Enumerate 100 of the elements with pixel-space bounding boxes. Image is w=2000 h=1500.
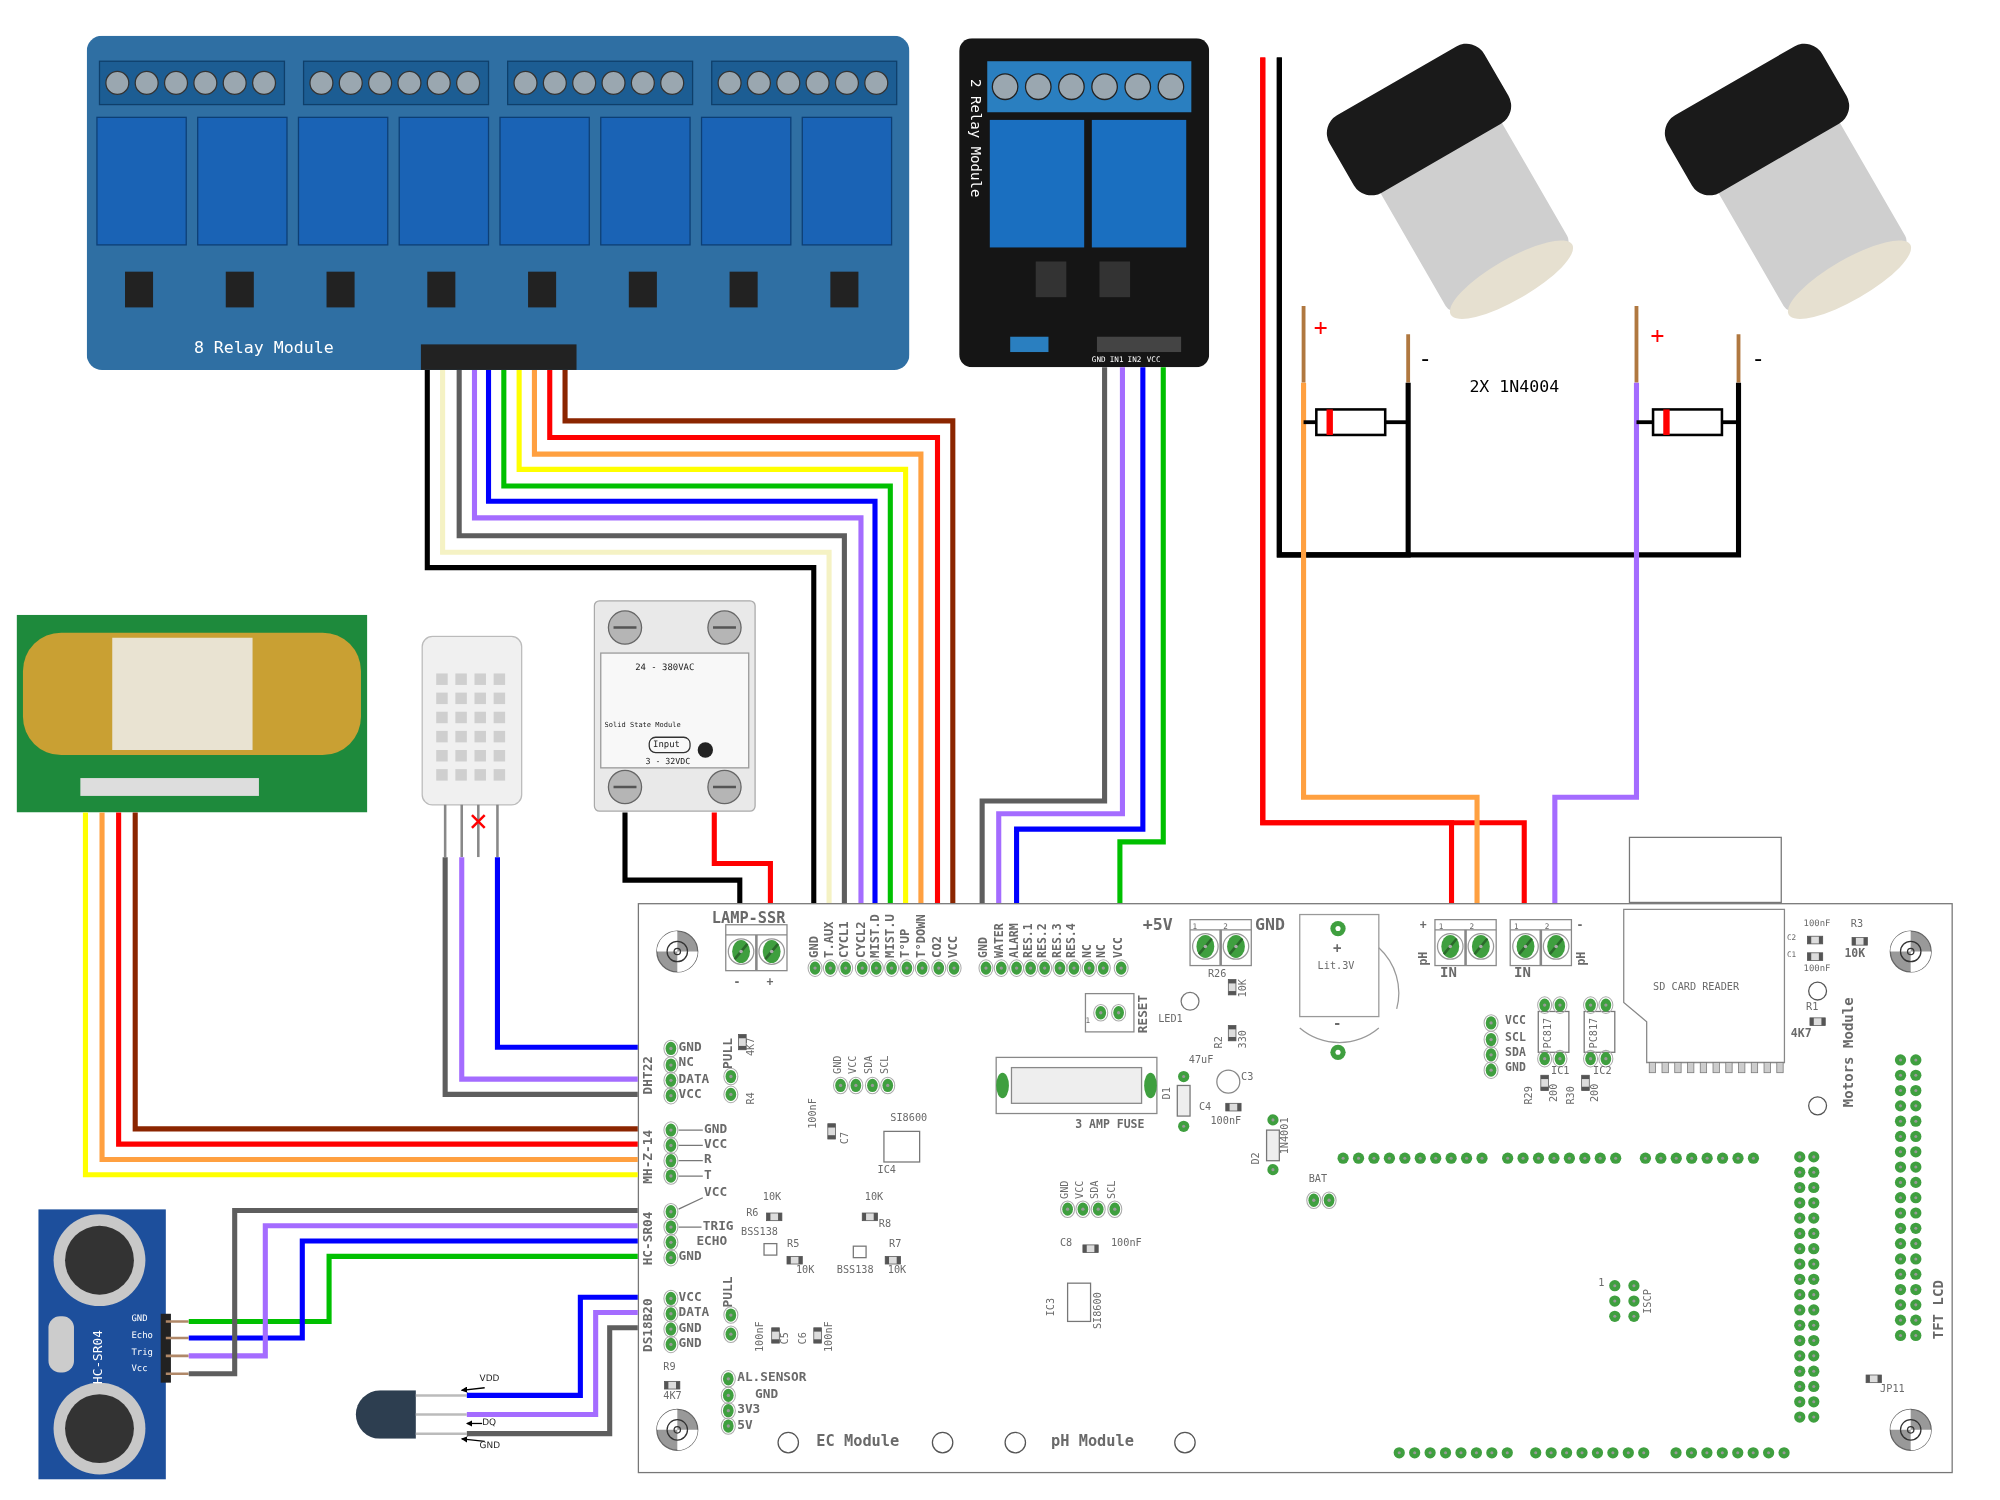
silkscreen-label: IC2	[1593, 1066, 1612, 1077]
silkscreen-label: 100nF	[808, 1098, 819, 1129]
pin-label: DQ	[482, 1418, 497, 1428]
wire	[188, 1238, 638, 1341]
wire	[494, 857, 638, 1050]
silkscreen-label: RES.2	[1037, 923, 1049, 958]
silkscreen-label: RES.1	[1022, 923, 1035, 958]
silkscreen-label: D2	[1251, 1152, 1262, 1165]
silkscreen-label: GND	[1505, 1062, 1526, 1074]
silkscreen-label: T	[704, 1168, 712, 1182]
silkscreen-label: 330	[1238, 1030, 1249, 1049]
silkscreen-label: D1	[1162, 1087, 1173, 1100]
leader-line	[460, 1436, 486, 1443]
silkscreen-label: R2	[1214, 1036, 1225, 1049]
silkscreen-label: 10K	[795, 1265, 815, 1276]
pin-label: Vcc	[131, 1364, 148, 1374]
silkscreen-label: GND	[678, 1250, 702, 1263]
silkscreen-label: 10K	[864, 1192, 884, 1203]
silkscreen-label: 100nF	[1210, 1116, 1242, 1127]
silkscreen-label: -	[733, 977, 741, 989]
silkscreen-label: SI8600	[890, 1113, 928, 1124]
silkscreen-label: IN	[1440, 965, 1457, 980]
silkscreen-label: GND	[1059, 1180, 1071, 1199]
silkscreen-label: 10K	[887, 1265, 907, 1276]
silkscreen-label: C4	[1199, 1102, 1212, 1113]
silkscreen-label: T.AUX	[822, 921, 835, 958]
silkscreen-label: ALARM	[1008, 923, 1021, 958]
silkscreen-label: 200	[1590, 1083, 1601, 1103]
polarity-label: -	[1751, 346, 1766, 370]
silkscreen-label: -	[1332, 1016, 1342, 1031]
silkscreen-label: TFT LCD	[1931, 1280, 1946, 1340]
silkscreen-label: WATER	[993, 923, 1006, 958]
silkscreen-label: AL.SENSOR	[737, 1371, 807, 1384]
silkscreen-label: BSS138	[741, 1227, 778, 1238]
part-number-label: 2X 1N4004	[1469, 377, 1560, 395]
silkscreen-label: DS18B20	[641, 1298, 655, 1353]
silkscreen-label: 10K	[1844, 947, 1866, 960]
silkscreen-label: PULL	[721, 1038, 735, 1069]
silkscreen-label: 1	[1598, 1278, 1605, 1289]
module-label: HC-SR04	[91, 1330, 105, 1384]
polarity-label: -	[1418, 346, 1433, 370]
silkscreen-label: BAT	[1308, 1174, 1328, 1185]
silkscreen-label: CO2	[931, 936, 944, 958]
module-label: 8 Relay Module	[193, 339, 334, 356]
silkscreen-label: GND	[807, 936, 820, 958]
silkscreen-label: 100nF	[1110, 1238, 1142, 1249]
silkscreen-label: R30	[1566, 1086, 1577, 1105]
silkscreen-label: R4	[746, 1092, 757, 1105]
wire	[1117, 367, 1166, 904]
silkscreen-label: RES.3	[1052, 923, 1064, 958]
silkscreen-label: 10K	[762, 1192, 782, 1203]
wire	[1552, 382, 1640, 904]
silkscreen-label: GND	[704, 1122, 728, 1136]
wire	[466, 1309, 638, 1418]
silkscreen-label: R5	[787, 1239, 800, 1250]
silkscreen-label: VCC	[704, 1137, 728, 1151]
silkscreen-label: HC-SR04	[641, 1211, 655, 1266]
silkscreen-label: SD CARD READER	[1653, 982, 1740, 993]
silkscreen-label: CYCL1	[838, 921, 851, 958]
silkscreen-label: 4K7	[746, 1037, 757, 1057]
wire	[1276, 57, 1742, 558]
leader-line	[466, 1420, 483, 1427]
silkscreen-label: T°UP	[899, 928, 912, 958]
silkscreen-label: GND	[832, 1055, 844, 1074]
silkscreen-label: LAMP-SSR	[711, 910, 786, 926]
silkscreen-label: EC Module	[816, 1433, 900, 1449]
wire	[622, 812, 743, 904]
silkscreen-label: GND	[678, 1040, 702, 1054]
silkscreen-label: ISCP	[1642, 1289, 1654, 1314]
silkscreen-label: SCL	[1505, 1031, 1526, 1044]
spec-text: Input	[653, 741, 680, 750]
silkscreen-label: 1N4001	[1280, 1117, 1291, 1155]
wire	[711, 812, 773, 904]
silkscreen-label: VCC	[1075, 1180, 1086, 1199]
silkscreen-label: MIST.U	[883, 914, 897, 958]
silkscreen-label: IC3	[1045, 1297, 1057, 1317]
wire	[1014, 367, 1146, 904]
silkscreen-label: RESET	[1136, 994, 1150, 1034]
silkscreen-label: C6	[798, 1332, 809, 1345]
silkscreen-label: R7	[889, 1239, 902, 1250]
wire	[1301, 382, 1480, 904]
silkscreen-label: BSS138	[836, 1265, 874, 1276]
wire	[979, 367, 1108, 904]
silkscreen-label: +	[1419, 919, 1427, 932]
silkscreen-label: SDA	[864, 1055, 875, 1074]
silkscreen-label: ECHO	[696, 1234, 728, 1248]
pin-label: VDD	[479, 1375, 500, 1384]
pin-label: Trig	[131, 1348, 153, 1358]
silkscreen-label: 3V3	[737, 1403, 761, 1416]
silkscreen-label: pH	[1576, 951, 1588, 966]
wire	[188, 1207, 638, 1377]
silkscreen-label: DATA	[678, 1072, 710, 1086]
pin-label: GND	[479, 1441, 501, 1451]
silkscreen-label: GND	[755, 1387, 779, 1401]
silkscreen-label: JP11	[1880, 1383, 1905, 1395]
pin-label: Echo	[131, 1331, 153, 1341]
silkscreen-label: 4K7	[1790, 1028, 1812, 1040]
silkscreen-label: VCC	[678, 1290, 702, 1304]
leader-line	[460, 1386, 486, 1393]
silkscreen-label: pH Module	[1051, 1433, 1134, 1449]
